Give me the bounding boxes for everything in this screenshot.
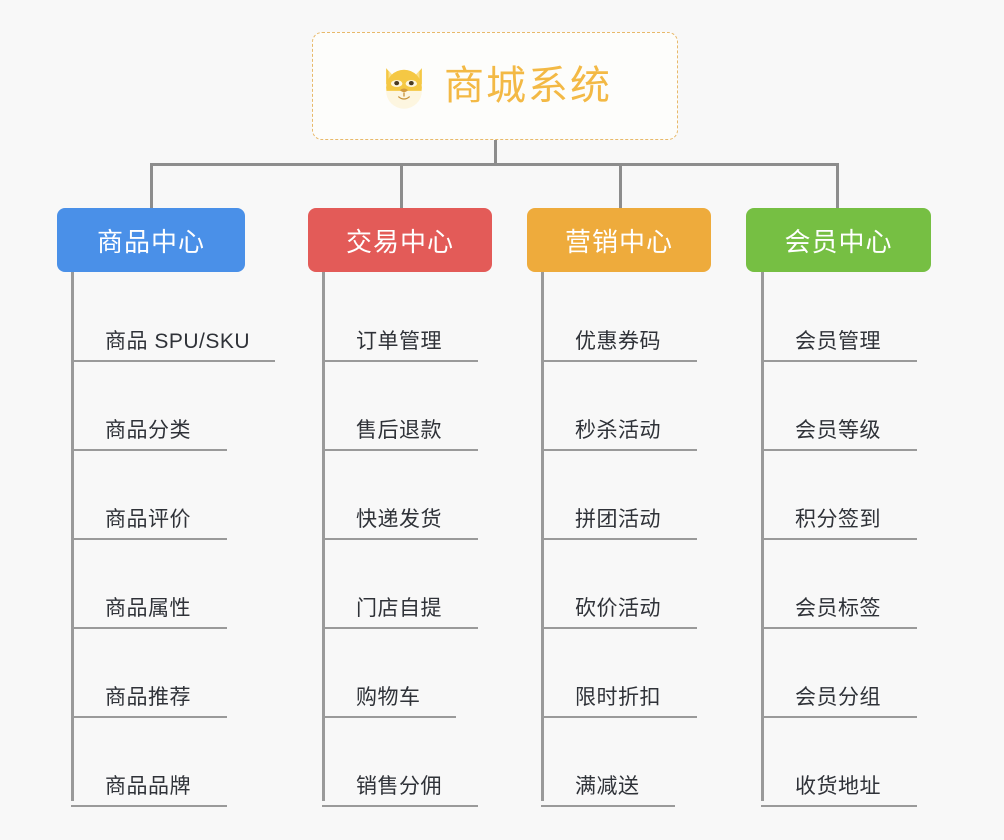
list-item-label: 优惠券码 [575, 330, 661, 353]
category-header-label: 交易中心 [345, 226, 454, 257]
branch-drop-connector-1 [150, 163, 153, 208]
list-item-label: 商品 SPU/SKU [105, 330, 251, 353]
list-item[interactable]: 快递发货 [322, 450, 478, 540]
list-item[interactable]: 限时折扣 [541, 628, 697, 718]
list-item[interactable]: 商品品牌 [71, 717, 227, 807]
category-header-label: 会员中心 [784, 226, 893, 257]
list-item-label: 砍价活动 [575, 597, 661, 620]
list-item-label: 会员等级 [795, 419, 881, 442]
branch-drop-connector-4 [836, 163, 839, 208]
root-title: 商城系统 [444, 64, 612, 108]
category-header-product-center[interactable]: 商品中心 [57, 208, 245, 272]
list-item-label: 限时折扣 [575, 686, 661, 709]
branch-drop-connector-3 [619, 163, 622, 208]
column-spine-4 [761, 272, 764, 801]
column-spine-1 [71, 272, 74, 801]
list-item-label: 售后退款 [356, 419, 442, 442]
list-item-label: 满减送 [575, 775, 640, 798]
category-header-label: 商品中心 [96, 226, 205, 257]
list-item[interactable]: 秒杀活动 [541, 361, 697, 451]
list-item-label: 拼团活动 [575, 508, 661, 531]
list-item[interactable]: 商品 SPU/SKU [71, 272, 275, 362]
list-item-label: 销售分佣 [356, 775, 442, 798]
list-item[interactable]: 满减送 [541, 717, 675, 807]
list-item[interactable]: 商品推荐 [71, 628, 227, 718]
branch-drop-connector-2 [400, 163, 403, 208]
list-item-label: 商品品牌 [105, 775, 191, 798]
list-item-label: 快递发货 [356, 508, 442, 531]
category-header-marketing-center[interactable]: 营销中心 [527, 208, 711, 272]
list-item-label: 订单管理 [356, 330, 442, 353]
list-item-label: 收货地址 [795, 775, 881, 798]
category-header-label: 营销中心 [564, 226, 673, 257]
list-item-label: 商品评价 [105, 508, 191, 531]
list-item[interactable]: 商品评价 [71, 450, 227, 540]
list-item-label: 会员标签 [795, 597, 881, 620]
list-item[interactable]: 销售分佣 [322, 717, 478, 807]
list-item-label: 商品属性 [105, 597, 191, 620]
category-header-trade-center[interactable]: 交易中心 [308, 208, 492, 272]
list-item-label: 秒杀活动 [575, 419, 661, 442]
root-node[interactable]: 商城系统 [312, 32, 678, 140]
list-item[interactable]: 商品分类 [71, 361, 227, 451]
list-item-label: 购物车 [356, 686, 421, 709]
column-spine-3 [541, 272, 544, 801]
category-header-member-center[interactable]: 会员中心 [746, 208, 931, 272]
list-item[interactable]: 购物车 [322, 628, 456, 718]
list-item-label: 会员分组 [795, 686, 881, 709]
list-item[interactable]: 优惠券码 [541, 272, 697, 362]
list-item[interactable]: 收货地址 [761, 717, 917, 807]
list-item-label: 门店自提 [356, 597, 442, 620]
list-item-label: 商品分类 [105, 419, 191, 442]
list-item[interactable]: 订单管理 [322, 272, 478, 362]
list-item-label: 商品推荐 [105, 686, 191, 709]
list-item[interactable]: 会员等级 [761, 361, 917, 451]
list-item[interactable]: 售后退款 [322, 361, 478, 451]
list-item[interactable]: 会员标签 [761, 539, 917, 629]
dog-face-icon [378, 60, 430, 112]
list-item-label: 会员管理 [795, 330, 881, 353]
list-item[interactable]: 商品属性 [71, 539, 227, 629]
list-item[interactable]: 会员管理 [761, 272, 917, 362]
list-item-label: 积分签到 [795, 508, 881, 531]
root-drop-connector [494, 140, 497, 165]
branch-bus-connector [150, 163, 839, 166]
list-item[interactable]: 会员分组 [761, 628, 917, 718]
list-item[interactable]: 拼团活动 [541, 450, 697, 540]
list-item[interactable]: 门店自提 [322, 539, 478, 629]
column-spine-2 [322, 272, 325, 801]
list-item[interactable]: 积分签到 [761, 450, 917, 540]
list-item[interactable]: 砍价活动 [541, 539, 697, 629]
